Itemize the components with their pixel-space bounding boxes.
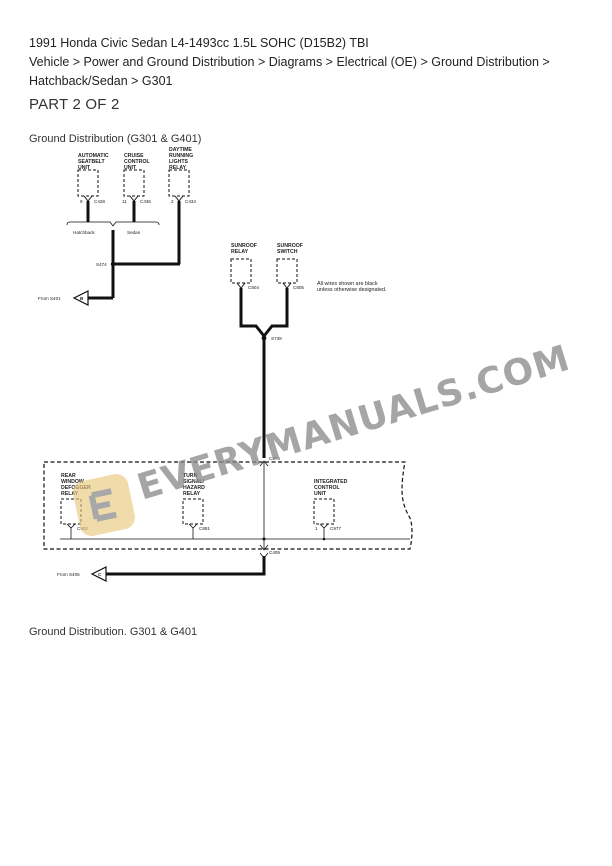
svg-text:Hatchback: Hatchback	[73, 230, 95, 235]
svg-text:SUNROOF: SUNROOF	[231, 243, 257, 249]
svg-text:WINDOW: WINDOW	[61, 479, 84, 485]
svg-text:UNIT: UNIT	[124, 165, 137, 171]
figure-caption: Ground Distribution. G301 & G401	[29, 626, 198, 638]
svg-text:unless otherwise designated.: unless otherwise designated.	[317, 287, 387, 293]
svg-text:RELAY: RELAY	[231, 249, 249, 255]
svg-text:DAYTIME: DAYTIME	[169, 147, 192, 153]
svg-text:C428: C428	[94, 199, 105, 204]
svg-text:C: C	[98, 572, 102, 577]
svg-text:C434: C434	[185, 199, 196, 204]
svg-text:REAR: REAR	[61, 473, 76, 479]
svg-text:TURN: TURN	[183, 473, 198, 479]
cruise-control-box	[123, 169, 145, 197]
vehicle-title: 1991 Honda Civic Sedan L4-1493cc 1.5L SO…	[29, 36, 369, 50]
watermark-logo-icon	[73, 474, 135, 536]
svg-text:RELAY: RELAY	[169, 165, 187, 171]
seatbelt-label-1: AUTOMATIC	[78, 153, 109, 159]
svg-text:UNIT: UNIT	[314, 491, 327, 497]
svg-text:HAZARD: HAZARD	[183, 485, 205, 491]
svg-text:B: B	[80, 296, 84, 301]
svg-text:CRUISE: CRUISE	[124, 153, 144, 159]
svg-text:S474: S474	[96, 262, 107, 267]
part-label: PART 2 OF 2	[29, 96, 120, 113]
svg-text:C977: C977	[330, 526, 341, 531]
svg-text:SWITCH: SWITCH	[277, 249, 298, 255]
svg-text:C881: C881	[199, 526, 210, 531]
page-header: 1991 Honda Civic Sedan L4-1493cc 1.5L SO…	[29, 34, 589, 91]
figure-title: Ground Distribution (G301 & G401)	[29, 133, 202, 145]
svg-text:From S405: From S405	[57, 572, 80, 577]
svg-text:UNIT: UNIT	[78, 165, 91, 171]
breadcrumb-line-2[interactable]: Hatchback/Sedan > G301	[29, 74, 173, 88]
svg-text:C804: C804	[248, 285, 259, 290]
svg-text:LIGHTS: LIGHTS	[169, 159, 189, 165]
svg-text:All wires shown are black: All wires shown are black	[317, 281, 378, 287]
svg-text:RUNNING: RUNNING	[169, 153, 193, 159]
svg-text:SUNROOF: SUNROOF	[277, 243, 303, 249]
svg-text:C805: C805	[293, 285, 304, 290]
svg-text:Sedan: Sedan	[127, 230, 141, 235]
svg-text:C436: C436	[140, 199, 151, 204]
svg-text:CONTROL: CONTROL	[124, 159, 150, 165]
svg-text:From S401: From S401	[38, 296, 61, 301]
svg-text:SEATBELT: SEATBELT	[78, 159, 105, 165]
svg-text:C409: C409	[269, 550, 280, 555]
svg-text:11: 11	[122, 199, 127, 204]
svg-text:1: 1	[315, 526, 318, 531]
watermark-text: EVERYMANUALS.COM	[133, 338, 575, 509]
top-components-labels: AUTOMATIC SEATBELT UNIT 9 C428 CRUISE CO…	[38, 147, 196, 301]
svg-text:INTEGRATED: INTEGRATED	[314, 479, 348, 485]
svg-text:C976: C976	[269, 456, 280, 461]
svg-text:CONTROL: CONTROL	[314, 485, 340, 491]
svg-text:RELAY: RELAY	[183, 491, 201, 497]
svg-text:9: 9	[80, 199, 83, 204]
svg-text:S739: S739	[271, 336, 282, 341]
drl-relay-box	[168, 169, 190, 197]
svg-text:RELAY: RELAY	[61, 491, 79, 497]
svg-text:2: 2	[171, 199, 174, 204]
seatbelt-unit-box	[77, 169, 99, 197]
watermark: EVERYMANUALS.COM	[73, 338, 575, 536]
svg-text:SIGNAL/: SIGNAL/	[183, 479, 205, 485]
breadcrumb-line-1[interactable]: Vehicle > Power and Ground Distribution …	[29, 55, 550, 69]
